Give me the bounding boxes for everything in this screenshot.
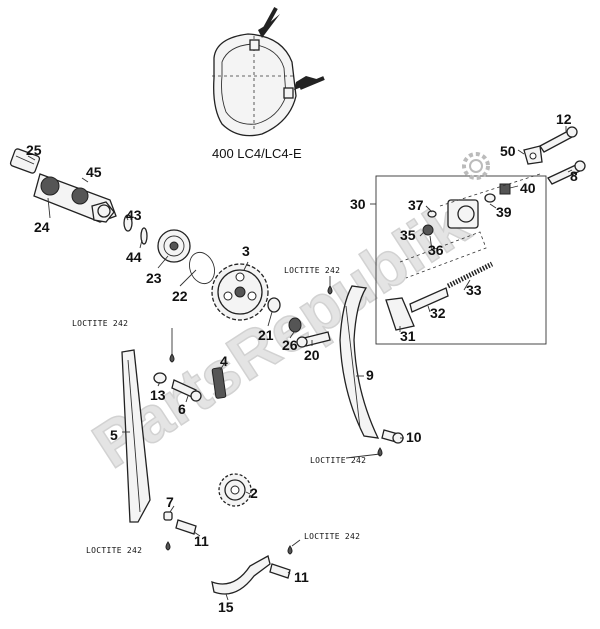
cam-sprocket: [211, 263, 331, 348]
callout-13: 13: [150, 387, 166, 403]
callout-26: 26: [282, 337, 298, 353]
callout-5: 5: [110, 427, 118, 443]
bracket-50: [523, 145, 543, 165]
callout-10: 10: [406, 429, 422, 445]
callout-31: 31: [400, 328, 416, 344]
callout-23: 23: [146, 270, 162, 286]
callout-33: 33: [466, 282, 482, 298]
callout-21: 21: [258, 327, 274, 343]
loctite-label: LOCTITE 242: [310, 456, 366, 465]
callout-9: 9: [366, 367, 374, 383]
callout-30: 30: [350, 196, 366, 212]
callout-15: 15: [218, 599, 234, 615]
camshaft-group: [9, 148, 215, 285]
callout-25: 25: [26, 142, 42, 158]
tensioner-rail: [339, 285, 380, 439]
gear-icon: [462, 152, 490, 180]
slide-block: [211, 367, 227, 399]
callout-37: 37: [408, 197, 424, 213]
loctite-label: LOCTITE 242: [304, 532, 360, 541]
callout-20: 20: [304, 347, 320, 363]
crank-sprocket: [218, 473, 252, 507]
callout-45: 45: [86, 164, 102, 180]
screw-11-lower: [175, 519, 197, 535]
callout-11: 11: [194, 533, 209, 549]
arrow-icon: [258, 14, 280, 38]
callout-43: 43: [126, 207, 142, 223]
callout-35: 35: [400, 227, 416, 243]
callout-44: 44: [126, 249, 142, 265]
inset-caption: 400 LC4/LC4-E: [212, 146, 302, 161]
ring-13: [153, 372, 167, 384]
callout-3: 3: [242, 243, 250, 259]
callout-24: 24: [34, 219, 50, 235]
drop-icon: [377, 447, 383, 457]
chain-guide-left: [121, 349, 151, 523]
screw-7: [163, 511, 173, 521]
callout-50: 50: [500, 143, 516, 159]
drop-icon: [327, 285, 333, 295]
inset-engine-cover: [212, 7, 325, 137]
guide-15: [211, 555, 271, 595]
callout-8: 8: [570, 168, 578, 184]
callout-4: 4: [220, 353, 228, 369]
callout-22: 22: [172, 288, 188, 304]
callout-6: 6: [178, 401, 186, 417]
loctite-label: LOCTITE 242: [284, 266, 340, 275]
callout-7: 7: [166, 494, 174, 510]
leader-lines: [27, 126, 573, 601]
drop-icon: [287, 545, 293, 555]
loctite-label: LOCTITE 242: [72, 319, 128, 328]
drop-icon: [165, 541, 171, 551]
screw-11-right: [269, 563, 291, 579]
loctite-label: LOCTITE 242: [86, 546, 142, 555]
callout-39: 39: [496, 204, 512, 220]
tensioner-box: [375, 173, 547, 345]
bolt-12: [539, 126, 578, 153]
callout-12: 12: [556, 111, 572, 127]
callout-36: 36: [428, 242, 444, 258]
callout-32: 32: [430, 305, 446, 321]
callout-2: 2: [250, 485, 258, 501]
pin-bolt-6: [171, 379, 202, 402]
callout-40: 40: [520, 180, 536, 196]
bolt-10: [381, 429, 404, 444]
bolt-8: [547, 160, 586, 185]
callout-11: 11: [294, 569, 309, 585]
drop-icon: [169, 353, 175, 363]
